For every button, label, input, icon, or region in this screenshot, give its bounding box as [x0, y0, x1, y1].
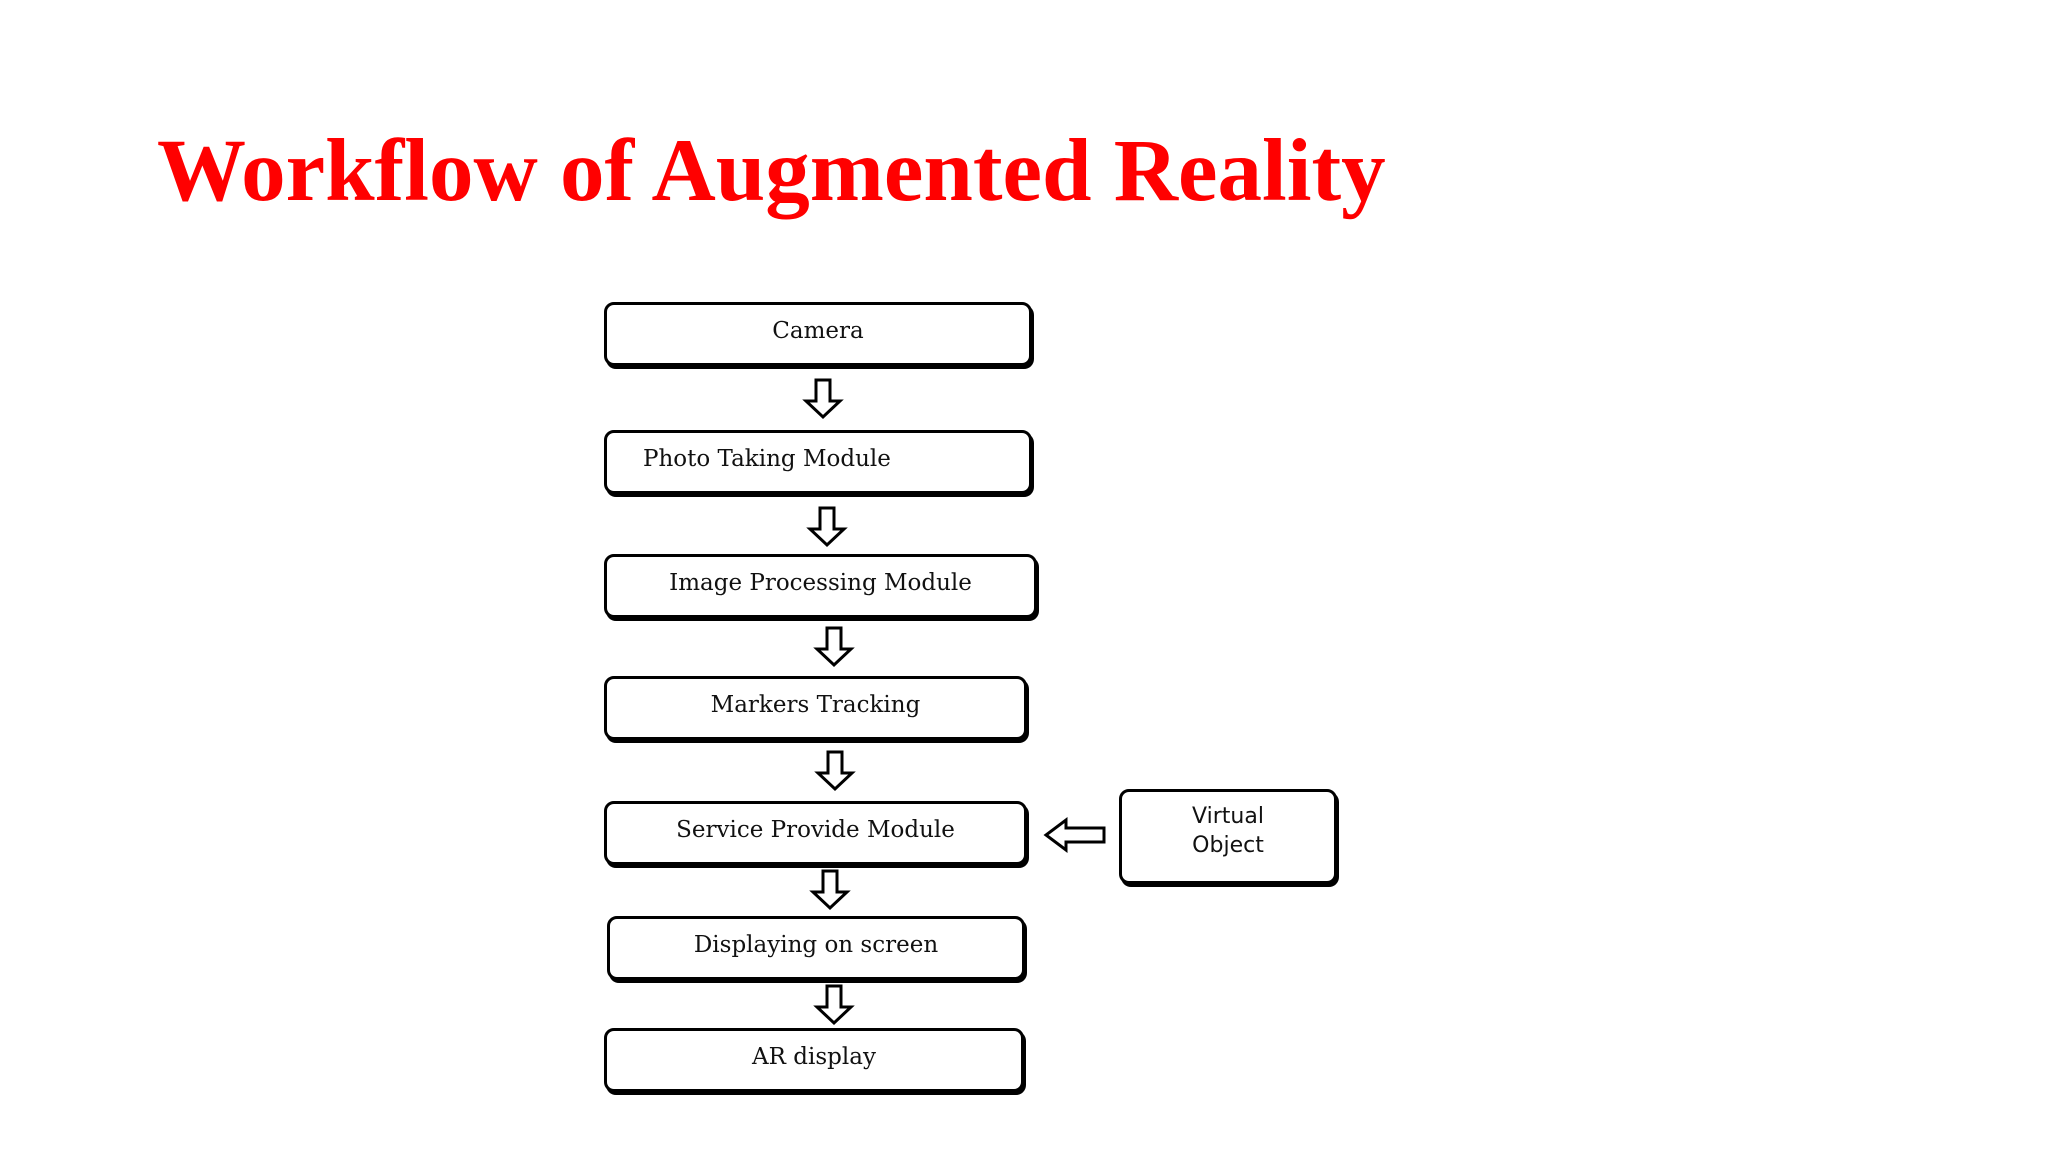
step-ar-display: AR display	[604, 1028, 1024, 1092]
down-arrow-icon	[813, 984, 855, 1026]
step-label: Photo Taking Module	[643, 446, 891, 472]
virtual-object-box: Virtual Object	[1119, 789, 1337, 884]
left-arrow-icon	[1043, 817, 1106, 853]
step-displaying-on-screen: Displaying on screen	[607, 916, 1025, 980]
down-arrow-icon	[809, 869, 851, 911]
step-camera: Camera	[604, 302, 1032, 366]
step-label: Markers Tracking	[710, 692, 921, 718]
down-arrow-icon	[814, 750, 856, 792]
slide-title: Workflow of Augmented Reality	[157, 122, 1386, 220]
step-label: Displaying on screen	[693, 932, 939, 958]
step-image-processing-module: Image Processing Module	[604, 554, 1037, 618]
virtual-object-label: Virtual Object	[1192, 804, 1264, 858]
step-label: AR display	[752, 1044, 876, 1070]
step-photo-taking-module: Photo Taking Module	[604, 430, 1032, 494]
down-arrow-icon	[802, 378, 844, 420]
step-label: Image Processing Module	[669, 570, 972, 596]
step-markers-tracking: Markers Tracking	[604, 676, 1027, 740]
step-label: Camera	[772, 318, 864, 344]
step-label: Service Provide Module	[676, 817, 955, 843]
down-arrow-icon	[813, 626, 855, 668]
step-service-provide-module: Service Provide Module	[604, 801, 1027, 865]
down-arrow-icon	[806, 506, 848, 548]
